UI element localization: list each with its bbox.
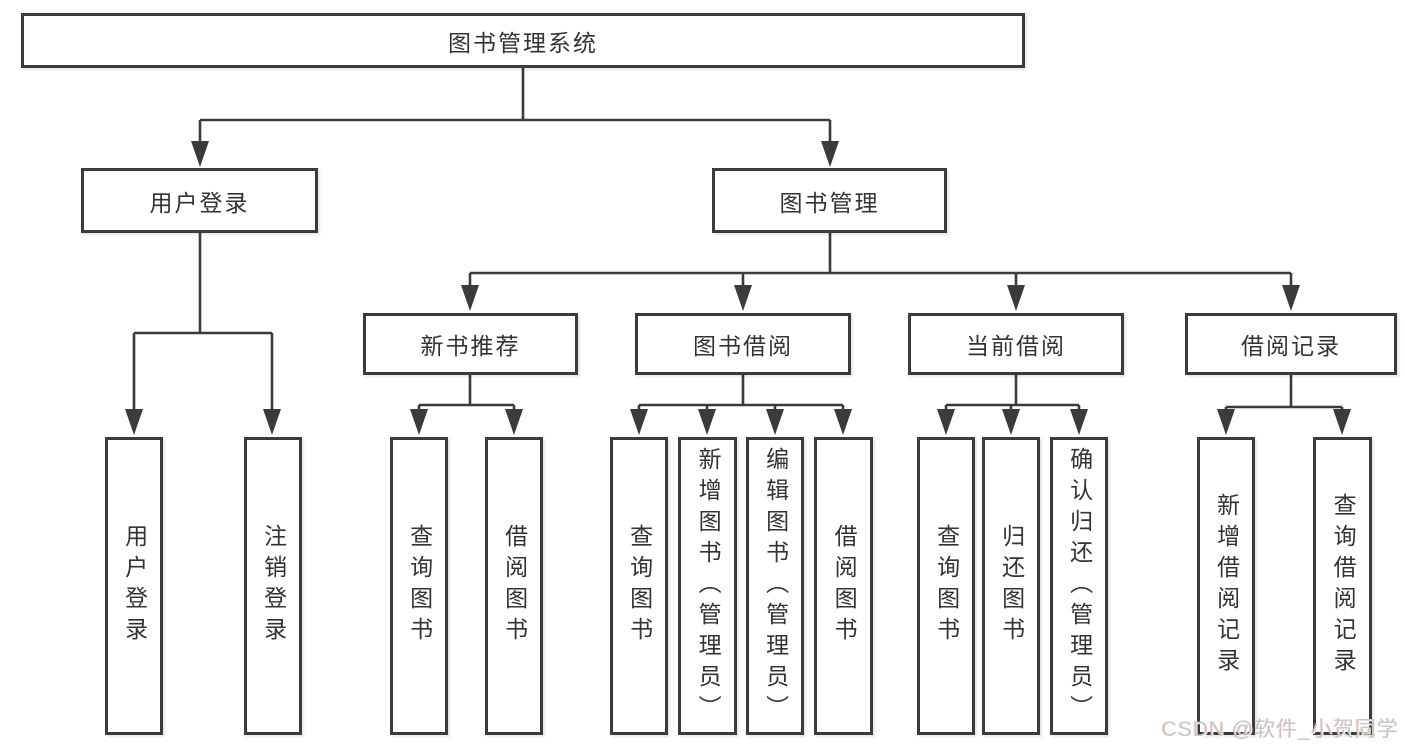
- node-borrowing-records: 借阅记录: [1185, 313, 1397, 375]
- node-current-borrowing: 当前借阅: [908, 313, 1124, 375]
- node-book-borrowing: 图书借阅: [635, 313, 851, 375]
- arrowheads: [125, 141, 1351, 435]
- leaf-user-login: 用户登录: [105, 437, 163, 735]
- leaf-return-book: 归还图书: [982, 437, 1040, 735]
- leaf-add-borrow-record: 新增借阅记录: [1197, 437, 1255, 735]
- leaf-query-books-recommend: 查询图书: [390, 437, 448, 735]
- leaf-logout: 注销登录: [244, 437, 302, 735]
- csdn-watermark: CSDN @软件_小贺同学: [1161, 718, 1399, 741]
- leaf-edit-book-admin: 编辑图书（管理员）: [746, 437, 804, 735]
- leaf-query-borrow-record: 查询借阅记录: [1313, 437, 1372, 735]
- leaf-query-books-current: 查询图书: [917, 437, 975, 735]
- node-new-book-recommend: 新书推荐: [363, 313, 578, 375]
- leaf-borrow-books-recommend: 借阅图书: [485, 437, 543, 735]
- leaf-query-books-borrowing: 查询图书: [610, 437, 668, 735]
- leaf-confirm-return-admin: 确认归还（管理员）: [1050, 437, 1108, 735]
- node-root: 图书管理系统: [21, 13, 1025, 68]
- leaf-add-book-admin: 新增图书（管理员）: [678, 437, 737, 735]
- node-book-management: 图书管理: [712, 168, 947, 233]
- node-user-login: 用户登录: [81, 168, 318, 233]
- leaf-borrow-books-borrowing: 借阅图书: [814, 437, 873, 735]
